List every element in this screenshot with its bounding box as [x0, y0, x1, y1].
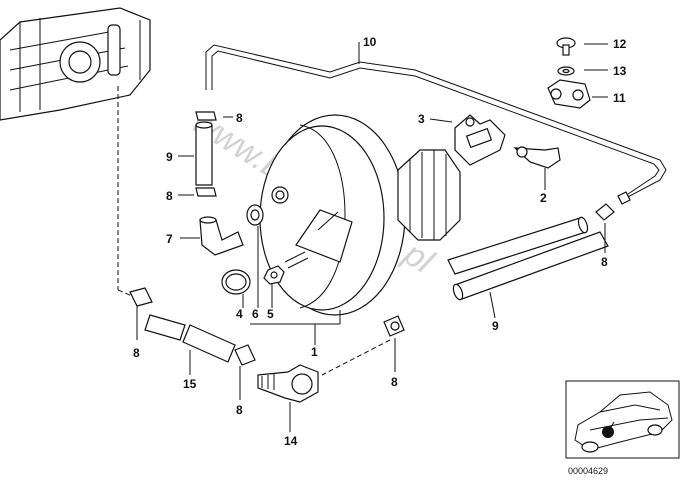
diagram-code: 00004629	[568, 466, 608, 476]
callout-15: 15	[183, 377, 197, 391]
callout-3: 3	[418, 112, 425, 126]
callout-14: 14	[284, 434, 298, 448]
brake-booster	[259, 114, 461, 316]
callout-8d: 8	[391, 375, 398, 389]
screw-washer-bracket	[547, 37, 591, 109]
callout-8f: 8	[236, 403, 243, 417]
callout-12: 12	[613, 37, 627, 51]
hose-upper	[195, 111, 217, 197]
elbow-connector	[199, 216, 244, 256]
callout-8b: 8	[166, 189, 173, 203]
callout-6: 6	[252, 307, 259, 321]
gasket-ring-nut	[221, 204, 285, 295]
callout-4: 4	[236, 307, 243, 321]
hose-right	[447, 203, 615, 301]
callout-8e: 8	[133, 346, 140, 360]
callout-8c: 8	[601, 255, 608, 269]
clamp-lower-right	[383, 315, 405, 337]
callout-9b: 9	[492, 319, 499, 333]
callout-7: 7	[166, 232, 173, 246]
car-location-thumbnail: 00004629	[565, 380, 680, 476]
check-valve	[257, 364, 319, 403]
callout-9a: 9	[166, 150, 173, 164]
callout-2: 2	[540, 191, 547, 205]
intake-manifold	[0, 7, 151, 121]
fork-bracket	[454, 114, 506, 166]
callout-5: 5	[267, 307, 274, 321]
vacuum-line	[205, 44, 667, 205]
callout-10: 10	[363, 35, 377, 49]
hose-lower	[129, 287, 256, 366]
leader-lines	[117, 42, 608, 432]
callout-13: 13	[613, 64, 627, 78]
callout-1: 1	[311, 345, 318, 359]
callout-8a: 8	[236, 111, 243, 125]
callout-numbers: 10 12 13 11 3 2 8 9 8 7 4 6 5 1 8 9 8 8 …	[133, 35, 627, 448]
callout-11: 11	[613, 91, 626, 105]
pin-clip	[513, 146, 561, 169]
